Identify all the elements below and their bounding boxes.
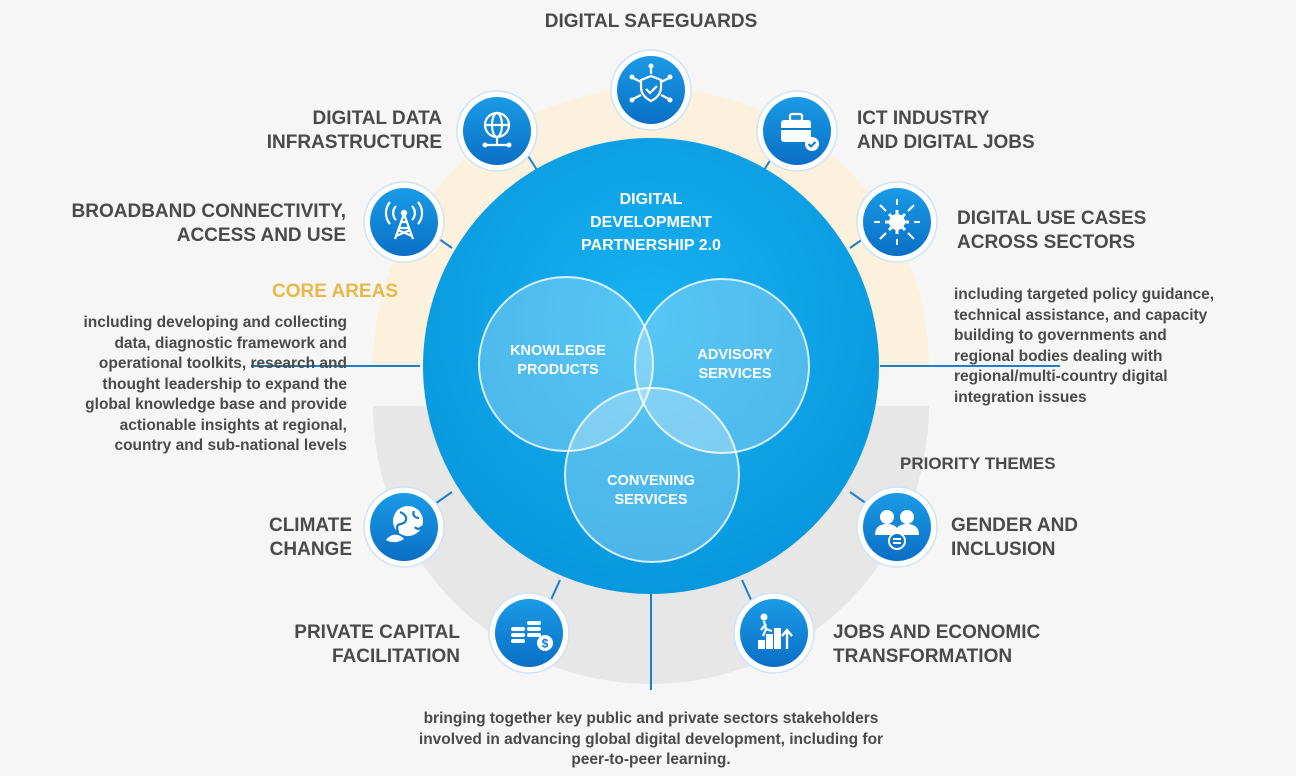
earth-leaf-icon xyxy=(363,486,445,568)
antenna-tower-icon xyxy=(363,181,445,263)
people-equal-icon xyxy=(856,486,938,568)
theme-private-capital: PRIVATE CAPITAL FACILITATION xyxy=(294,622,460,667)
core-areas-title: CORE AREAS xyxy=(272,281,398,302)
core-area-digital-use-cases: DIGITAL USE CASES ACROSS SECTORS xyxy=(957,208,1147,253)
climb-growth-icon xyxy=(733,592,815,674)
advisory-services-label: ADVISORY SERVICES xyxy=(697,347,773,382)
core-area-digital-safeguards: DIGITAL SAFEGUARDS xyxy=(544,11,758,32)
convening-description: bringing together key public and private… xyxy=(418,710,884,768)
gear-arrows-icon xyxy=(856,181,938,263)
theme-climate-change: CLIMATE CHANGE xyxy=(268,515,352,560)
shield-network-icon xyxy=(610,49,692,131)
core-area-broadband-connectivity: BROADBAND CONNECTIVITY, ACCESS AND USE xyxy=(71,201,346,246)
theme-gender-inclusion: GENDER AND INCLUSION xyxy=(951,515,1079,560)
partnership-title: DIGITAL DEVELOPMENT PARTNERSHIP 2.0 xyxy=(581,191,721,254)
coins-dollar-icon: $ xyxy=(488,592,570,674)
advisory-description: including targeted policy guidance, tech… xyxy=(954,286,1215,406)
knowledge-products-label: KNOWLEDGE PRODUCTS xyxy=(510,343,606,378)
knowledge-description: including developing and collecting data… xyxy=(83,314,347,454)
core-area-ict-industry: ICT INDUSTRY AND DIGITAL JOBS xyxy=(857,108,1035,153)
services-venn xyxy=(478,276,810,563)
priority-themes-title: PRIORITY THEMES xyxy=(900,454,1056,473)
briefcase-check-icon xyxy=(756,90,838,172)
core-area-digital-data-infrastructure: DIGITAL DATA INFRASTRUCTURE xyxy=(266,108,442,153)
main-partnership-circle xyxy=(423,138,879,594)
theme-jobs-economic: JOBS AND ECONOMIC TRANSFORMATION xyxy=(833,622,1041,667)
convening-services-label: CONVENING SERVICES xyxy=(607,473,695,508)
globe-network-icon xyxy=(456,90,538,172)
svg-text:$: $ xyxy=(542,637,549,651)
